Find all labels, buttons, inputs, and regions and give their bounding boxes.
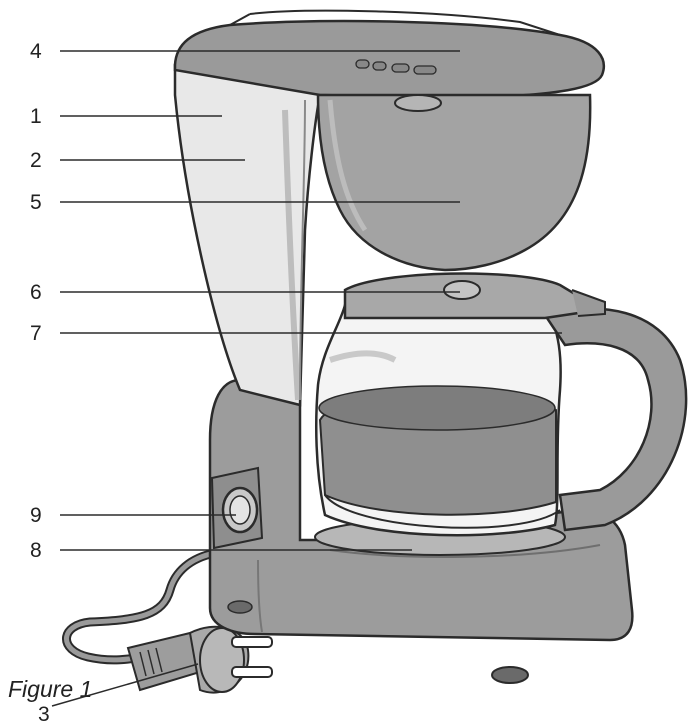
filter-holder bbox=[316, 93, 592, 272]
glass-carafe bbox=[315, 272, 688, 537]
lid bbox=[173, 9, 605, 100]
water-tank bbox=[173, 63, 322, 407]
power-switch[interactable] bbox=[210, 466, 264, 550]
callout-3: 3 bbox=[38, 703, 50, 726]
base bbox=[208, 378, 634, 684]
callout-9: 9 bbox=[30, 504, 42, 527]
carafe-base-rim bbox=[324, 494, 561, 529]
leader-3 bbox=[51, 663, 199, 707]
callout-4: 4 bbox=[30, 40, 42, 63]
callout-5: 5 bbox=[30, 191, 42, 214]
callout-8: 8 bbox=[30, 539, 42, 562]
callout-2: 2 bbox=[30, 149, 42, 172]
leader-lines bbox=[51, 50, 562, 707]
callout-7: 7 bbox=[30, 322, 42, 345]
power-plug bbox=[126, 625, 273, 694]
callout-6: 6 bbox=[30, 281, 42, 304]
callout-1: 1 bbox=[30, 105, 42, 128]
figure-caption: Figure 1 bbox=[8, 676, 93, 702]
